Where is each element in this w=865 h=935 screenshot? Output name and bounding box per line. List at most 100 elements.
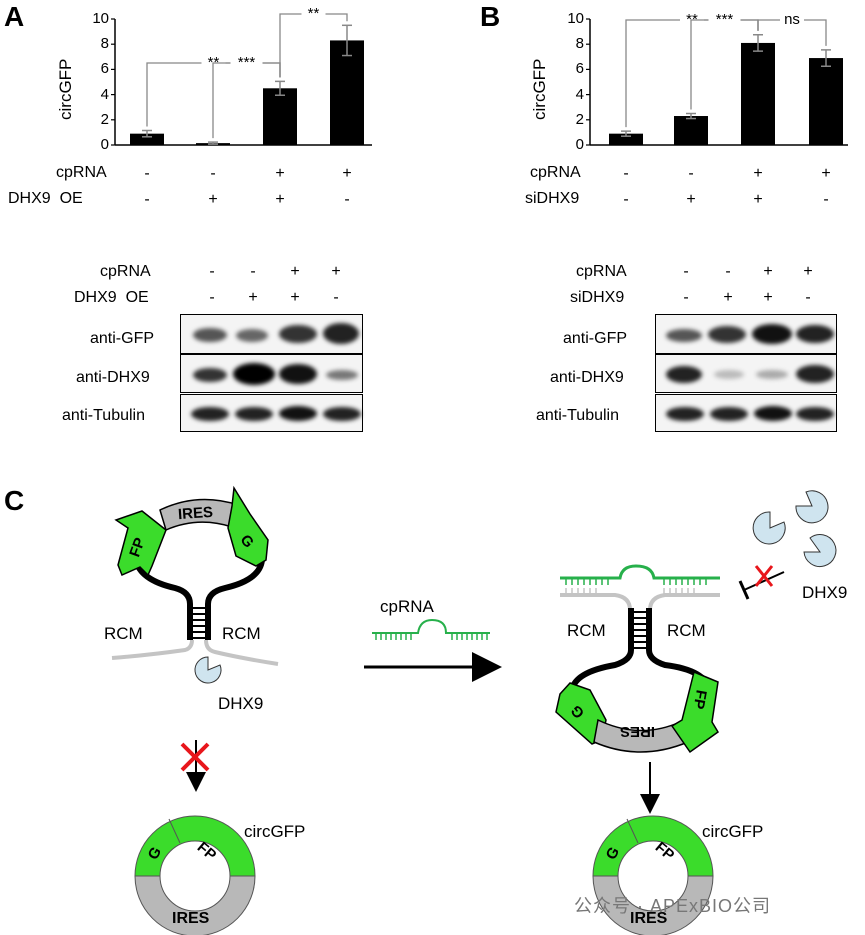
g-arrow-left <box>227 485 269 567</box>
fp-arrow-right <box>670 670 719 754</box>
panel-b-condition-mark: - <box>688 165 694 182</box>
rcm-label-left-1: RCM <box>104 624 143 643</box>
dhx9-label-right: DHX9 <box>802 583 848 602</box>
panel-b-blot-dhx9 <box>655 354 837 393</box>
panel-b-significance-label: ** <box>686 11 698 28</box>
dhx9-pacman-2 <box>795 490 829 524</box>
panel-a-label: A <box>4 1 25 32</box>
panel-a-blot-tubulin <box>180 394 363 432</box>
panel-b-ytick-label: 6 <box>575 60 584 78</box>
panel-a-blot-gfp <box>180 314 363 354</box>
panel-b-cprna-label: cpRNA <box>530 164 581 181</box>
panel-b-label: B <box>480 1 501 32</box>
panel-a-ytick-label: 6 <box>100 60 109 78</box>
panel-a-blot-dhx9oe-label: DHX9 OE <box>74 289 149 306</box>
panel-b-significance-label: *** <box>716 11 734 28</box>
panel-b-condition-mark: + <box>686 191 696 208</box>
panel-b-blot-condition-mark: + <box>803 263 813 280</box>
panel-b-blot-sidhx9-label: siDHX9 <box>570 289 625 306</box>
panel-b-blot-condition-mark: - <box>683 289 689 306</box>
panel-b-condition-mark: - <box>623 191 629 208</box>
circgfp-label-left: circGFP <box>244 822 306 841</box>
panel-b-blot-gfp <box>655 314 837 354</box>
panel-a-condition-mark: + <box>275 191 285 208</box>
panel-b-ytick-label: 2 <box>575 110 584 128</box>
panel-a-blot-condition-mark: + <box>331 263 341 280</box>
ires-ring-label-right: IRES <box>630 910 668 927</box>
panel-a-ytick-label: 10 <box>92 10 109 27</box>
panel-b-blot-condition-mark: - <box>683 263 689 280</box>
cprna-label-middle: cpRNA <box>380 597 434 616</box>
panel-b-ytick-label: 0 <box>575 136 584 153</box>
panel-b-blot-dhx9-label: anti-DHX9 <box>550 369 624 386</box>
dhx9-pacman-1 <box>752 511 786 545</box>
panel-a-blot-gfp-label: anti-GFP <box>90 330 155 347</box>
rcm-label-right-1: RCM <box>567 621 606 640</box>
rcm-label-right-2: RCM <box>667 621 706 640</box>
panel-a-bar <box>330 40 364 145</box>
dhx9-label-left: DHX9 <box>218 694 264 713</box>
panel-b-ytick-label: 10 <box>567 10 584 27</box>
circgfp-label-right: circGFP <box>702 822 764 841</box>
panel-b-blot-condition-mark: + <box>763 289 773 306</box>
panel-a-significance-label: ** <box>308 5 320 22</box>
panel-a-condition-mark: - <box>344 191 350 208</box>
panel-b-ytick-label: 4 <box>575 85 584 103</box>
panel-a-bar <box>130 133 164 145</box>
panel-b-blot-tubulin-label: anti-Tubulin <box>536 407 620 424</box>
panel-a-blot-condition-mark: - <box>333 289 339 306</box>
panel-b-bar <box>674 116 708 145</box>
panel-a-condition-mark: - <box>210 165 216 182</box>
panel-b-blot-condition-mark: - <box>805 289 811 306</box>
panel-a-blot-condition-mark: - <box>209 289 215 306</box>
cprna-strand-middle <box>372 618 490 640</box>
fp-label-right: FP <box>689 688 710 711</box>
ires-label-left: IRES <box>177 503 214 524</box>
panel-b-blot-cprna-label: cpRNA <box>576 263 627 280</box>
panel-a-significance-bracket <box>279 8 348 78</box>
panel-b-condition-mark: + <box>821 165 831 182</box>
panel-a-blot-condition-mark: - <box>250 263 256 280</box>
ires-label-right: IRES <box>620 723 656 740</box>
panel-a-blot-condition-mark: + <box>290 263 300 280</box>
panel-b-blot-tubulin <box>655 394 837 432</box>
panel-a-significance-label: *** <box>238 54 256 71</box>
watermark: 公众号 · APExBIO公司 <box>574 896 772 916</box>
panel-b-condition-mark: + <box>753 191 763 208</box>
panel-a-dhx9oe-label: DHX9 OE <box>8 190 83 207</box>
panel-a-significance-label: ** <box>208 54 220 71</box>
panel-b-ytick-label: 8 <box>575 35 584 53</box>
dhx9-pacman-left <box>194 656 222 684</box>
panel-a-ytick-label: 2 <box>100 110 109 128</box>
panel-a-blot-dhx9-label: anti-DHX9 <box>76 369 150 386</box>
circgfp-ring-left <box>134 815 256 935</box>
panel-b-condition-mark: + <box>753 165 763 182</box>
panel-a-blot-tubulin-label: anti-Tubulin <box>62 407 146 424</box>
panel-a-blot-cprna-label: cpRNA <box>100 263 151 280</box>
panel-a-blot-condition-mark: - <box>209 263 215 280</box>
panel-b-blot-gfp-label: anti-GFP <box>563 330 628 347</box>
panel-b-condition-mark: - <box>823 191 829 208</box>
circgfp-ring-right <box>592 815 714 935</box>
panel-a-blot-condition-mark: + <box>248 289 258 306</box>
panel-b-significance-label: ns <box>784 11 800 28</box>
panel-a-blot-dhx9 <box>180 354 363 393</box>
fp-arrow-left <box>114 510 167 577</box>
panel-a-ytick-label: 4 <box>100 85 109 103</box>
panel-a-condition-mark: + <box>342 165 352 182</box>
panel-a-condition-mark: - <box>144 165 150 182</box>
panel-a-bar <box>263 88 297 145</box>
dhx9-pacman-3 <box>803 534 837 568</box>
panel-b-blot-condition-mark: - <box>725 263 731 280</box>
panel-b-significance-bracket <box>757 14 827 46</box>
panel-b-bar <box>809 58 843 146</box>
panel-a-cprna-label: cpRNA <box>56 164 107 181</box>
panel-a-ytick-label: 0 <box>100 136 109 153</box>
panel-b-bar <box>609 133 643 145</box>
panel-a-condition-mark: + <box>275 165 285 182</box>
panel-c-label: C <box>4 485 25 516</box>
panel-a-condition-mark: + <box>208 191 218 208</box>
panel-a-ytick-label: 8 <box>100 35 109 53</box>
